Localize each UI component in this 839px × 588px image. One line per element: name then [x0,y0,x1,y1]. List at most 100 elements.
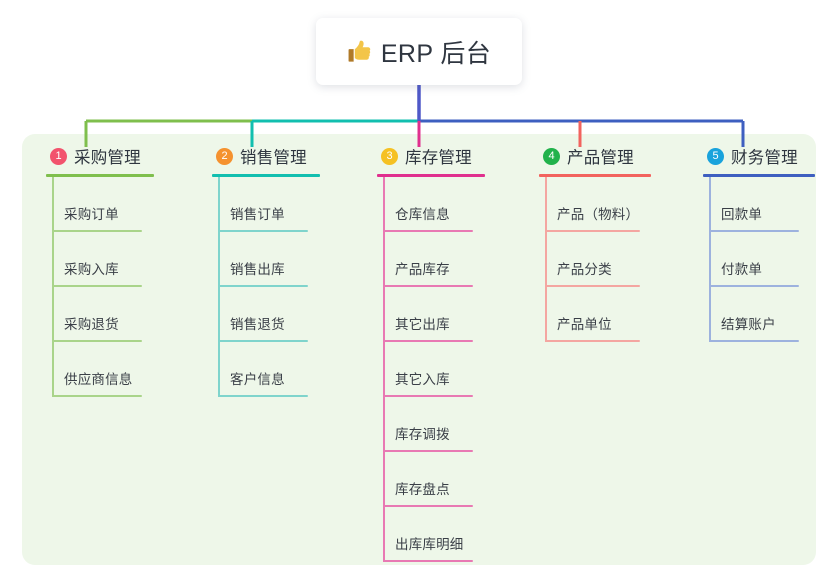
branch-leaf-list: 回款单付款单结算账户 [695,177,835,342]
leaf-label: 销售出库 [230,262,285,277]
branch-header-4[interactable]: 4 产品管理 [531,145,681,167]
leaf-node[interactable]: 产品库存 [369,232,519,287]
leaf-node[interactable]: 产品分类 [531,232,681,287]
branch-header-5[interactable]: 5 财务管理 [695,145,835,167]
branch-header-rule [377,174,485,177]
leaf-label: 库存盘点 [395,482,450,497]
leaf-rule [383,230,473,232]
leaf-label: 采购退货 [64,317,119,332]
branch-header-rule [539,174,651,177]
leaf-node[interactable]: 销售出库 [204,232,354,287]
leaf-label: 销售退货 [230,317,285,332]
leaf-node[interactable]: 供应商信息 [38,342,188,397]
branch-header-2[interactable]: 2 销售管理 [204,145,354,167]
branch-header-rule [212,174,320,177]
branch-number-badge: 1 [50,147,67,165]
leaf-label: 采购订单 [64,207,119,222]
leaf-rule [383,285,473,287]
leaf-node[interactable]: 产品（物料） [531,177,681,232]
branch-number-badge: 3 [381,147,398,165]
leaf-spine [545,177,547,342]
leaf-rule [218,230,308,232]
leaf-node[interactable]: 回款单 [695,177,835,232]
branch-title: 财务管理 [731,149,798,167]
leaf-node[interactable]: 库存盘点 [369,452,519,507]
branch-header-rule [703,174,815,177]
branch-leaf-list: 销售订单销售出库销售退货客户信息 [204,177,354,397]
leaf-node[interactable]: 销售退货 [204,287,354,342]
branch-title: 销售管理 [240,149,307,167]
leaf-label: 产品分类 [557,262,612,277]
branch-leaf-list: 仓库信息产品库存其它出库其它入库库存调拨库存盘点出库库明细 [369,177,519,562]
leaf-rule [545,340,640,342]
leaf-label: 采购入库 [64,262,119,277]
leaf-rule [709,230,799,232]
leaf-node[interactable]: 出库库明细 [369,507,519,562]
leaf-node[interactable]: 仓库信息 [369,177,519,232]
leaf-label: 出库库明细 [395,537,464,552]
leaf-spine [709,177,711,342]
leaf-label: 产品库存 [395,262,450,277]
leaf-label: 产品单位 [557,317,612,332]
leaf-spine [383,177,385,562]
leaf-rule [383,450,473,452]
leaf-label: 结算账户 [721,317,776,332]
leaf-node[interactable]: 库存调拨 [369,397,519,452]
leaf-node[interactable]: 其它出库 [369,287,519,342]
leaf-rule [218,285,308,287]
leaf-node[interactable]: 其它入库 [369,342,519,397]
branch-number-badge: 5 [707,147,724,165]
leaf-rule [218,340,308,342]
mindmap-panel [22,134,816,565]
branch-leaf-list: 产品（物料） 产品分类产品单位 [531,177,681,342]
leaf-rule [383,505,473,507]
leaf-label: 供应商信息 [64,372,133,387]
leaf-rule [545,230,640,232]
leaf-label: 客户信息 [230,372,285,387]
leaf-node[interactable]: 结算账户 [695,287,835,342]
branch-column-1: 1 采购管理采购订单采购入库采购退货供应商信息 [38,145,188,397]
leaf-rule [709,340,799,342]
leaf-node[interactable]: 采购退货 [38,287,188,342]
root-node-card[interactable]: ERP 后台 [316,18,522,85]
leaf-spine [218,177,220,397]
root-node-title: ERP 后台 [380,39,492,68]
leaf-node[interactable]: 产品单位 [531,287,681,342]
leaf-label: 回款单 [721,207,763,222]
branch-header-1[interactable]: 1 采购管理 [38,145,188,167]
branch-title: 采购管理 [74,149,141,167]
leaf-rule [383,395,473,397]
leaf-label: 库存调拨 [395,427,450,442]
branch-number-badge: 2 [216,147,233,165]
leaf-label: 付款单 [721,262,763,277]
leaf-rule [383,560,473,562]
leaf-label: 其它入库 [395,372,450,387]
leaf-rule [52,285,142,287]
leaf-node[interactable]: 销售订单 [204,177,354,232]
leaf-rule [545,285,640,287]
leaf-rule [52,395,142,397]
root-node-inner: ERP 后台 [347,34,491,70]
leaf-label: 仓库信息 [395,207,450,222]
leaf-rule [52,230,142,232]
branch-column-5: 5 财务管理回款单付款单结算账户 [695,145,835,342]
branch-header-rule [46,174,154,177]
branch-number-badge: 4 [543,147,560,165]
leaf-rule [52,340,142,342]
branch-leaf-list: 采购订单采购入库采购退货供应商信息 [38,177,188,397]
branch-column-4: 4 产品管理产品（物料） 产品分类产品单位 [531,145,681,342]
leaf-label: 其它出库 [395,317,450,332]
leaf-node[interactable]: 采购入库 [38,232,188,287]
branch-column-2: 2 销售管理销售订单销售出库销售退货客户信息 [204,145,354,397]
leaf-node[interactable]: 采购订单 [38,177,188,232]
leaf-node[interactable]: 客户信息 [204,342,354,397]
leaf-node[interactable]: 付款单 [695,232,835,287]
branch-title: 产品管理 [567,149,634,167]
leaf-rule [709,285,799,287]
leaf-rule [218,395,308,397]
leaf-label: 销售订单 [230,207,285,222]
